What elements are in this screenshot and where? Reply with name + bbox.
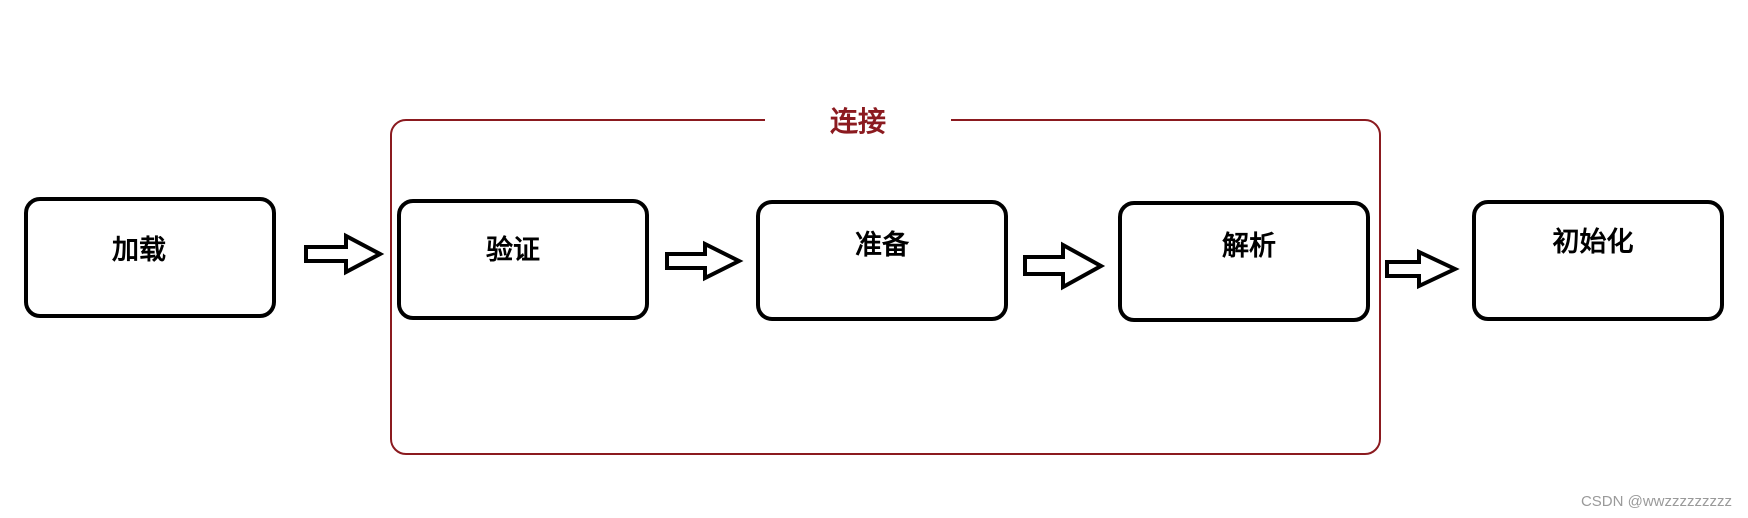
flow-arrow-verify-to-prepare — [665, 240, 744, 282]
step-verify-label: 验证 — [486, 235, 540, 266]
linking-group-title: 连接 — [829, 105, 886, 138]
flow-arrow-load-to-verify — [304, 232, 385, 276]
flow-arrow-prepare-to-resolve — [1023, 241, 1106, 291]
step-load-label: 加载 — [112, 235, 166, 266]
step-resolve-label: 解析 — [1222, 231, 1276, 262]
step-initialize-label: 初始化 — [1552, 227, 1634, 258]
step-prepare-label: 准备 — [855, 230, 909, 261]
step-initialize-box: 初始化 — [1472, 200, 1724, 321]
linking-group-title-gap — [765, 112, 951, 128]
csdn-watermark: CSDN @wwzzzzzzzzz — [1580, 493, 1732, 510]
step-load-box: 加载 — [24, 197, 276, 318]
step-prepare-box: 准备 — [756, 200, 1008, 321]
flow-arrow-resolve-to-initialize — [1385, 248, 1460, 290]
step-verify-box: 验证 — [397, 199, 649, 320]
step-resolve-box: 解析 — [1118, 201, 1370, 322]
